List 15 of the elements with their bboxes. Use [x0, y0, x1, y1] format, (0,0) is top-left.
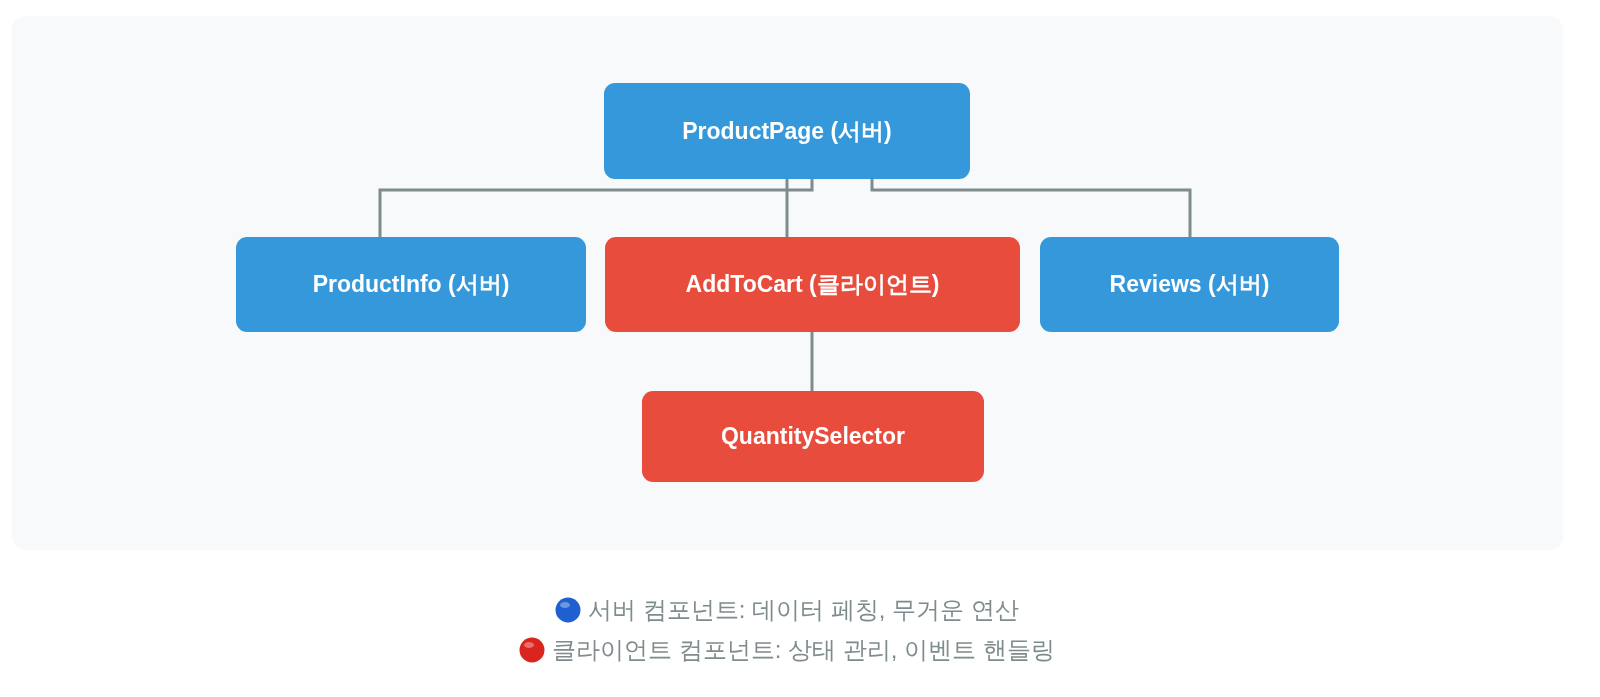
legend-text: 클라이언트 컴포넌트: 상태 관리, 이벤트 핸들링	[552, 635, 1055, 665]
component-box	[642, 391, 984, 482]
component-name: Reviews (서버)	[1109, 270, 1270, 299]
component-name: AddToCart (클라이언트)	[685, 270, 940, 299]
component-name: ProductInfo (서버)	[312, 270, 510, 299]
component-name: QuantitySelector	[720, 423, 905, 450]
connector-line	[785, 179, 789, 237]
connector-line	[870, 179, 1192, 237]
connector-line	[378, 179, 814, 237]
component-name: ProductPage (서버)	[682, 116, 892, 146]
component-box	[604, 83, 970, 179]
component-box	[236, 237, 586, 332]
component-box	[605, 237, 1020, 332]
component-box	[1040, 237, 1339, 332]
legend-text: 서버 컴포넌트: 데이터 페칭, 무거운 연산	[588, 595, 1019, 625]
